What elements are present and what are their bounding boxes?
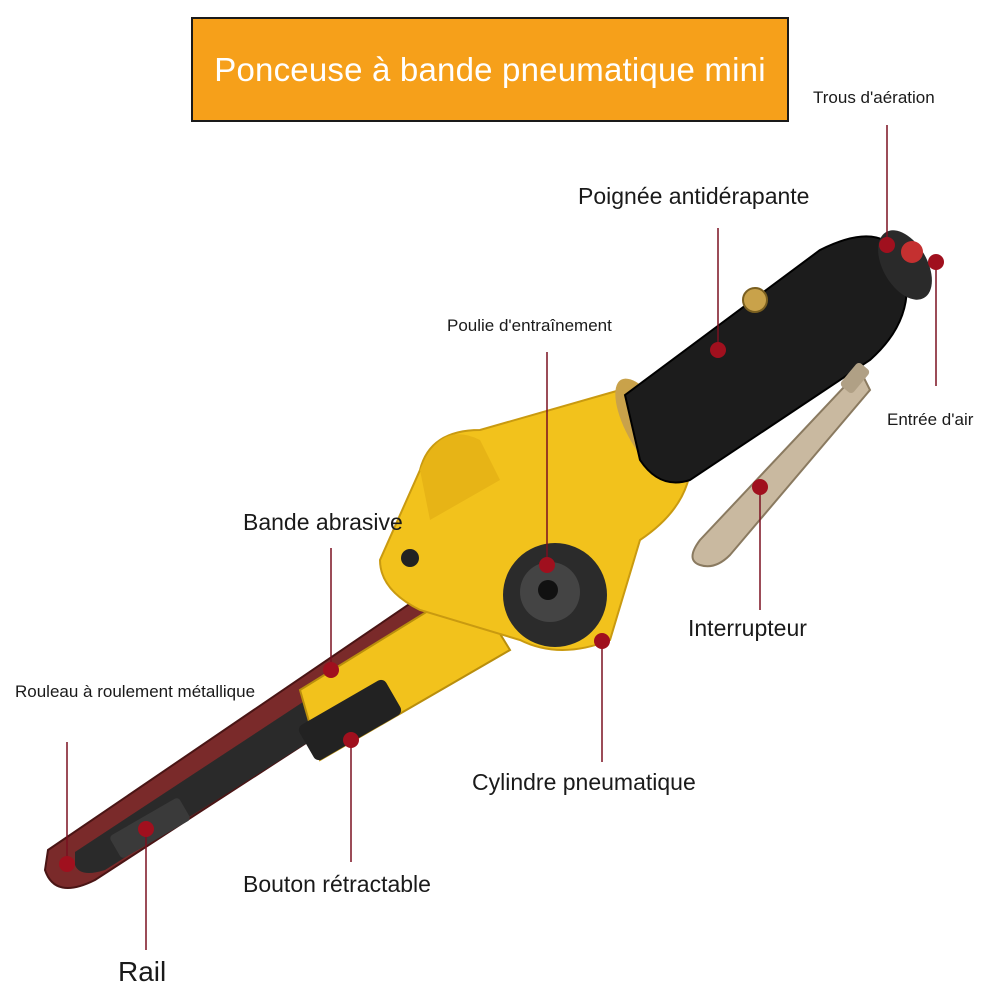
dot-poulie — [539, 557, 555, 573]
label-poignee: Poignée antidérapante — [578, 183, 810, 209]
label-bande: Bande abrasive — [243, 509, 403, 535]
dot-trous-aeration — [879, 237, 895, 253]
label-poulie: Poulie d'entraînement — [447, 316, 612, 335]
dot-rouleau — [59, 856, 75, 872]
retract-mechanism — [298, 679, 402, 761]
yellow-hump — [420, 434, 500, 520]
dot-poignee — [710, 342, 726, 358]
label-rail: Rail — [118, 956, 167, 987]
vent-screw — [742, 287, 768, 313]
label-trous-aeration: Trous d'aération — [813, 88, 935, 107]
label-entree-air: Entrée d'air — [887, 410, 974, 429]
lever-plate — [691, 368, 872, 568]
belt-arm — [43, 583, 512, 889]
body-screw — [401, 549, 419, 567]
dot-rail — [138, 821, 154, 837]
dot-entree-air — [928, 254, 944, 270]
label-cylindre: Cylindre pneumatique — [472, 769, 696, 795]
label-interrupteur: Interrupteur — [688, 615, 807, 641]
label-rouleau: Rouleau à roulement métallique — [15, 682, 256, 701]
title-banner: Ponceuse à bande pneumatique mini — [191, 17, 789, 122]
switch-lever — [691, 363, 872, 568]
air-inlet-red — [901, 241, 923, 263]
drive-pulley-hub — [538, 580, 558, 600]
marker-dots — [59, 237, 944, 872]
lever-hinge — [840, 363, 870, 393]
leader-lines — [66, 125, 937, 950]
label-bouton: Bouton rétractable — [243, 871, 431, 897]
dot-interrupteur — [752, 479, 768, 495]
dot-bande — [323, 662, 339, 678]
page-title: Ponceuse à bande pneumatique mini — [214, 50, 766, 88]
dot-cylindre — [594, 633, 610, 649]
grip-body — [623, 235, 908, 484]
grip-handle — [623, 230, 932, 484]
dot-bouton — [343, 732, 359, 748]
